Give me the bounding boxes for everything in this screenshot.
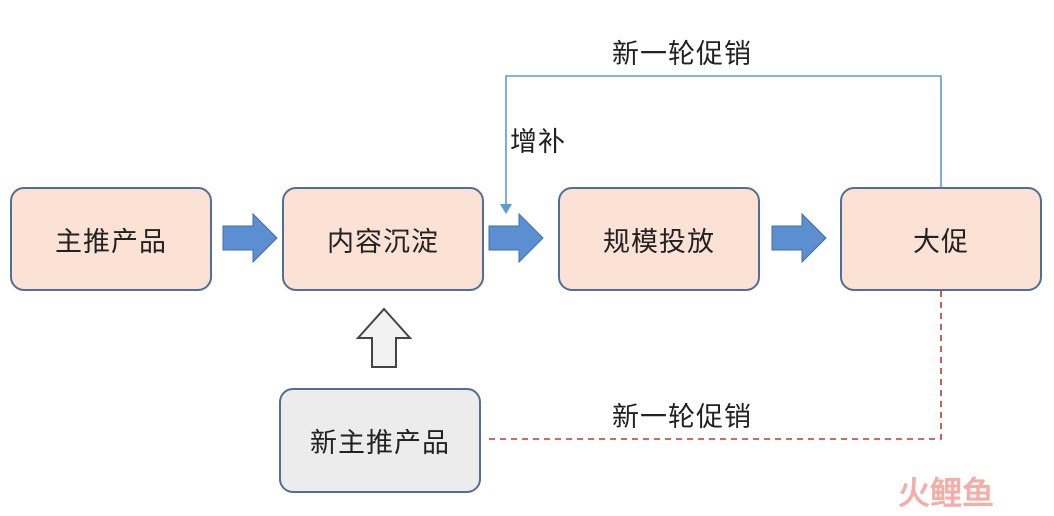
bottom-dashed-loop-line [487,291,942,440]
top-loop-line [505,75,942,210]
watermark-logo: 火鲤鱼 [898,474,994,512]
up-outline-arrow [355,307,413,368]
flow-arrow-3 [771,212,827,264]
supplement-label: 增补 [510,127,566,158]
node-main-product: 主推产品 [10,187,212,291]
bottom-loop-label: 新一轮促销 [612,402,752,433]
node-content-accumulation: 内容沉淀 [282,187,484,291]
watermark-text: 火鲤鱼 [898,474,994,512]
node-content-accumulation-label: 内容沉淀 [327,226,439,258]
top-loop-arrowhead [500,204,512,214]
node-scale-delivery-label: 规模投放 [603,226,715,258]
flow-arrow-1 [222,212,278,264]
node-new-main-product: 新主推产品 [279,388,481,493]
node-scale-delivery: 规模投放 [558,187,760,291]
node-big-promotion: 大促 [840,187,1042,291]
node-big-promotion-label: 大促 [913,226,969,258]
node-new-main-product-label: 新主推产品 [310,428,450,459]
flow-arrow-2 [488,212,544,264]
node-main-product-label: 主推产品 [55,226,167,258]
top-loop-label: 新一轮促销 [612,39,752,70]
